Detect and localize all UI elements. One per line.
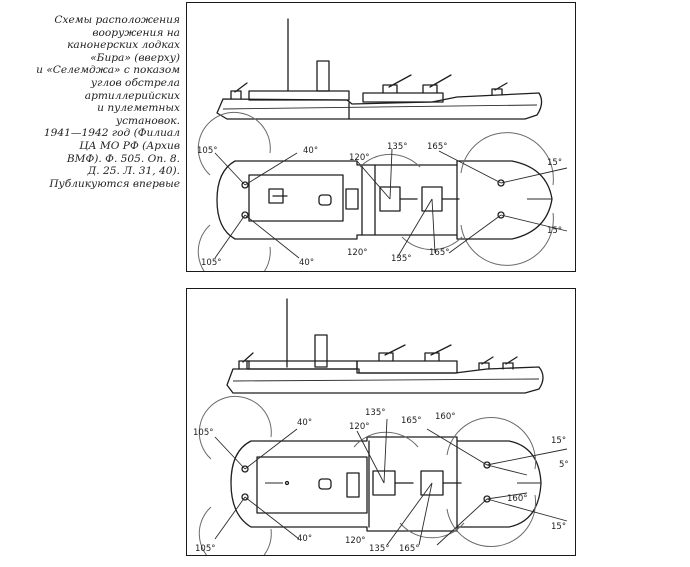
angle-label: 120° [345,536,365,546]
diagram-bira: 105° 40° 120° 135° 165° 15° 120° 135° 16… [186,2,576,272]
caption-line: канонерских лодках [67,39,180,52]
angle-label: 5° [559,460,569,470]
angle-label: 105° [201,258,221,268]
angle-label: 135° [387,142,407,152]
bira-drawing: 105° 40° 120° 135° 165° 15° 120° 135° 16… [197,18,568,271]
caption-line: и «Селемджа» с показом [36,64,180,77]
caption-line: Публикуются впервые [49,177,180,190]
caption-line: Схемы расположения [54,14,180,26]
angle-label: 120° [349,153,369,163]
angle-label: 15° [547,158,562,168]
caption-line: ВМФ). Ф. 505. Оп. 8. [66,152,180,165]
diagram-selemdzha: 105° 40° 120° 135° 165° 160° 15° 5° 160°… [186,288,576,556]
angle-label: 165° [427,142,447,152]
angle-label: 165° [429,248,449,258]
angle-label: 40° [297,534,312,544]
caption-line: «Бира» (вверху) [90,51,180,64]
angle-label: 160° [507,494,527,504]
angle-label: 135° [369,544,389,554]
angle-label: 120° [347,248,367,258]
angle-label: 15° [547,226,562,236]
caption-line: ЦА МО РФ (Архив [79,139,180,152]
caption-line: артиллерийских [84,89,180,102]
caption-line: 1941—1942 год (Филиал [43,127,180,140]
angle-label: 135° [391,254,411,264]
angle-label: 105° [193,428,213,438]
caption-line: углов обстрела [90,76,180,89]
caption-line: установок. [115,114,180,127]
angle-label: 105° [197,146,217,156]
selemdzha-side-profile [226,298,544,394]
angle-label: 40° [303,146,318,156]
angle-label: 40° [299,258,314,268]
angle-label: 160° [435,412,455,422]
angle-label: 165° [401,416,421,426]
selemdzha-drawing: 105° 40° 120° 135° 165° 160° 15° 5° 160°… [193,298,569,555]
angle-label: 105° [195,544,215,554]
angle-label: 120° [349,422,369,432]
angle-label: 40° [297,418,312,428]
caption-line: вооружения на [92,26,180,39]
caption-line: Д. 25. Л. 31, 40). [87,165,180,178]
figure-caption: Схемы расположения вооружения на канонер… [4,14,180,190]
angle-label: 15° [551,436,566,446]
angle-label: 135° [365,408,385,418]
selemdzha-plan-view [198,395,568,555]
angle-label: 15° [551,522,566,532]
bira-side-profile [216,18,543,120]
caption-line: и пулеметных [97,102,180,115]
bira-plan-view [197,111,568,271]
angle-label: 165° [399,544,419,554]
